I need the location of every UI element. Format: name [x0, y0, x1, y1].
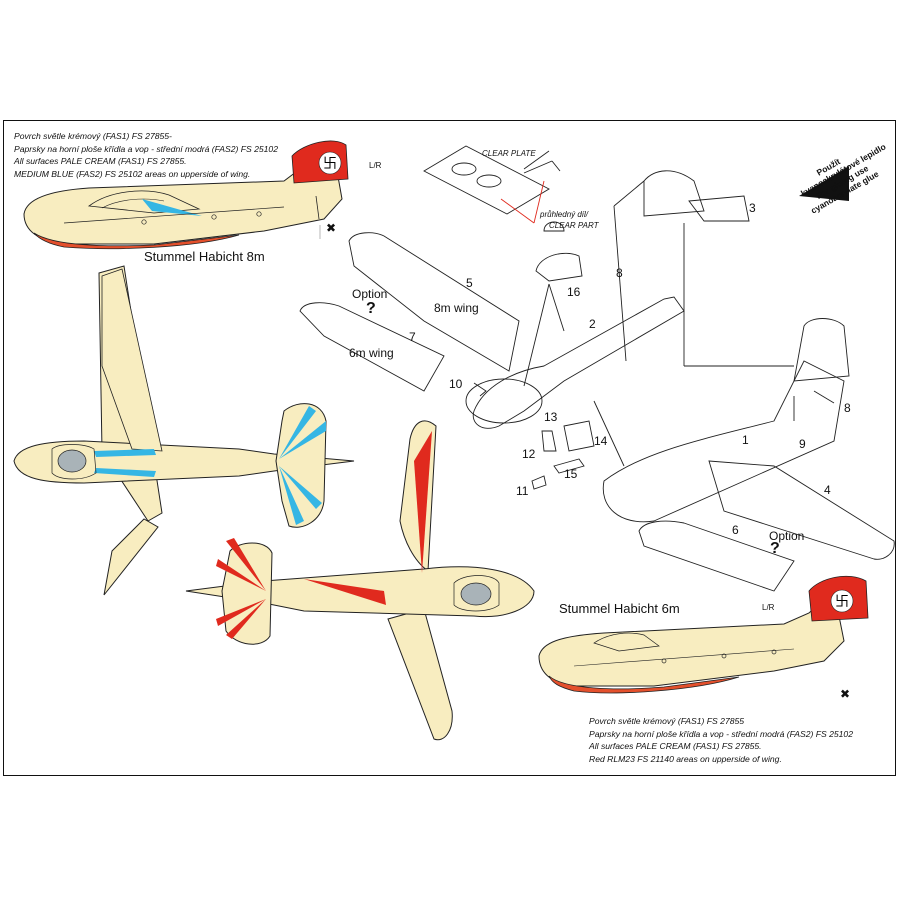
part-16: 16	[567, 285, 581, 299]
top-view-6m	[185, 420, 535, 741]
instruction-sheet: 卐	[3, 120, 896, 776]
notes-bottom: Povrch světle krémový (FAS1) FS 27855 Pa…	[589, 715, 853, 765]
cross-icon-bottom: ✖	[840, 687, 851, 701]
part-6: 6	[732, 523, 739, 537]
cross-icon-top: ✖	[326, 221, 337, 235]
side-view-8m: 卐	[23, 140, 349, 250]
notes-top-line4: MEDIUM BLUE (FAS2) FS 25102 areas on upp…	[14, 168, 251, 179]
part-15: 15	[564, 467, 578, 481]
marker-lr-top: L/R	[369, 161, 381, 170]
notes-top-line3: All surfaces PALE CREAM (FAS1) FS 27855.	[14, 156, 187, 166]
drawing-canvas: 卐	[13, 140, 895, 741]
part-12: 12	[522, 447, 536, 461]
part-13: 13	[544, 410, 558, 424]
part-11: 11	[516, 484, 529, 498]
label-6m-wing: 6m wing	[349, 346, 394, 360]
notes-bottom-line2: Paprsky na horní ploše křídla a vop - st…	[589, 728, 853, 739]
notes-bottom-line1: Povrch světle krémový (FAS1) FS 27855	[589, 716, 745, 726]
notes-bottom-line3: All surfaces PALE CREAM (FAS1) FS 27855.	[589, 741, 762, 751]
label-8m-wing: 8m wing	[434, 301, 479, 315]
question-left: ?	[366, 300, 376, 317]
part-10: 10	[449, 377, 463, 391]
title-6m: Stummel Habicht 6m	[559, 601, 680, 616]
exploded-assembly	[299, 145, 895, 592]
marker-l-bottom: L/	[762, 603, 769, 612]
label-clear-plate: CLEAR PLATE	[482, 149, 536, 158]
question-right: ?	[770, 540, 780, 557]
marker-r-bottom: R	[768, 603, 775, 612]
top-view-8m	[13, 265, 355, 596]
marker-lr-bottom: L/R	[762, 603, 774, 612]
notes-bottom-line4: Red RLM23 FS 21140 areas on upperside of…	[589, 753, 782, 764]
part-5: 5	[466, 276, 473, 290]
part-2: 2	[589, 317, 596, 331]
part-3: 3	[749, 201, 756, 215]
glue-triangle-icon	[799, 166, 849, 201]
part-14: 14	[594, 434, 608, 448]
part-4: 4	[824, 483, 831, 497]
label-option-left: Option	[352, 287, 388, 301]
part-9: 9	[799, 437, 806, 451]
side-view-6m: 卐	[538, 575, 869, 694]
part-7: 7	[409, 330, 416, 344]
marker-r-top: R	[375, 161, 382, 170]
notes-top-line2: Paprsky na horní ploše křídla a vop - st…	[14, 143, 278, 154]
title-8m: Stummel Habicht 8m	[144, 249, 265, 264]
svg-text:卐: 卐	[323, 156, 337, 172]
clear-plate	[423, 145, 550, 215]
part-8-right: 8	[844, 401, 851, 415]
part-1: 1	[742, 433, 749, 447]
marker-l-top: L/	[369, 161, 376, 170]
svg-text:卐: 卐	[835, 594, 849, 610]
label-option-right: Option	[769, 529, 805, 543]
label-clear-part-cz: průhledný díl/	[540, 210, 589, 219]
part-8-left: 8	[616, 266, 623, 280]
notes-top: Povrch světle krémový (FAS1) FS 27855- P…	[14, 130, 278, 180]
notes-top-line1: Povrch světle krémový (FAS1) FS 27855-	[14, 131, 172, 141]
label-clear-part-en: CLEAR PART	[549, 221, 599, 230]
